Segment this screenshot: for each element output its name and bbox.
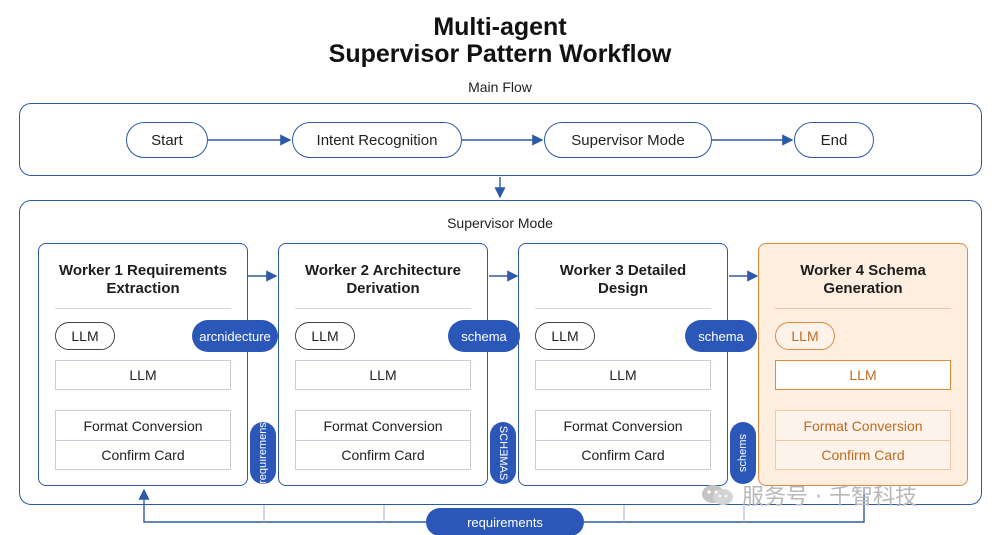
worker-4-format-conversion: Format Conversion bbox=[775, 410, 951, 440]
requirements-bottom-tag: requirements bbox=[426, 508, 584, 535]
start-node: Start bbox=[126, 122, 208, 158]
start-node-label: Start bbox=[151, 131, 183, 149]
worker-1-llm-box: LLM bbox=[55, 360, 231, 390]
supervisor-mode-node: Supervisor Mode bbox=[544, 122, 712, 158]
worker-3-confirm-card: Confirm Card bbox=[535, 440, 711, 470]
worker-2-title-line1: Worker 2 Architecture bbox=[305, 262, 461, 279]
worker-2-llm-pill: LLM bbox=[295, 322, 355, 350]
worker-1-llm-pill: LLM bbox=[55, 322, 115, 350]
schemas-vertical-tag: SCHƎMAS bbox=[490, 422, 516, 484]
worker-3-llm-box: LLM bbox=[535, 360, 711, 390]
main-flow-panel bbox=[19, 103, 982, 176]
worker-1-format-conversion: Format Conversion bbox=[55, 410, 231, 440]
diagram-title-line1: Multi-agent bbox=[433, 13, 567, 41]
worker-2-llm-box: LLM bbox=[295, 360, 471, 390]
worker-3-format-conversion: Format Conversion bbox=[535, 410, 711, 440]
worker-1-divider bbox=[55, 308, 231, 309]
requirements-vertical-label: suəɯəɹınbəɹ bbox=[257, 422, 270, 484]
worker-1-confirm-card: Confirm Card bbox=[55, 440, 231, 470]
architecture-tag: arcnidecture bbox=[192, 320, 278, 352]
worker-2-divider bbox=[295, 308, 471, 309]
worker-4-llm-box: LLM bbox=[775, 360, 951, 390]
schema-vertical-tag: sɯǝɥɔs bbox=[730, 422, 756, 484]
watermark: 服务号 · 千智科技 bbox=[700, 480, 980, 510]
worker-4-divider bbox=[775, 308, 951, 309]
worker-1-title-line1: Worker 1 Requirements bbox=[58, 262, 228, 279]
intent-recognition-label: Intent Recognition bbox=[316, 131, 438, 149]
worker-3-title-line1: Worker 3 Detailed bbox=[559, 262, 687, 279]
worker-4-title-line1: Worker 4 Schema bbox=[800, 262, 926, 279]
supervisor-mode-label: Supervisor Mode bbox=[447, 215, 553, 231]
requirements-vertical-tag: suəɯəɹınbəɹ bbox=[250, 422, 276, 484]
wechat-icon bbox=[700, 483, 736, 507]
worker-4-title-line2: Generation bbox=[823, 280, 903, 297]
end-node: End bbox=[794, 122, 874, 158]
worker-2-confirm-card: Confirm Card bbox=[295, 440, 471, 470]
intent-recognition-node: Intent Recognition bbox=[292, 122, 462, 158]
worker-3-divider bbox=[535, 308, 711, 309]
worker-2-title-line2: Derivation bbox=[346, 280, 420, 297]
supervisor-mode-label: Supervisor Mode bbox=[571, 131, 685, 149]
schema-vertical-label: sɯǝɥɔs bbox=[737, 434, 749, 472]
schema-tag-1: schema bbox=[448, 320, 520, 352]
worker-4-llm-pill: LLM bbox=[775, 322, 835, 350]
worker-3-llm-pill: LLM bbox=[535, 322, 595, 350]
schemas-vertical-label: SCHƎMAS bbox=[497, 425, 509, 481]
main-flow-label: Main Flow bbox=[468, 79, 532, 95]
diagram-title-line2: Supervisor Pattern Workflow bbox=[328, 40, 672, 68]
worker-2-format-conversion: Format Conversion bbox=[295, 410, 471, 440]
watermark-text: 服务号 · 千智科技 bbox=[742, 485, 917, 510]
end-node-label: End bbox=[820, 131, 848, 149]
feedback-requirements-line bbox=[584, 487, 865, 523]
feedback-requirements-arrow bbox=[138, 488, 426, 523]
worker-3-title-line2: Design bbox=[597, 280, 648, 297]
supervisor-mode-panel bbox=[19, 200, 982, 505]
schema-tag-2: schema bbox=[685, 320, 757, 352]
worker-4-confirm-card: Confirm Card bbox=[775, 440, 951, 470]
worker-1-title-line2: Extraction bbox=[106, 280, 180, 297]
